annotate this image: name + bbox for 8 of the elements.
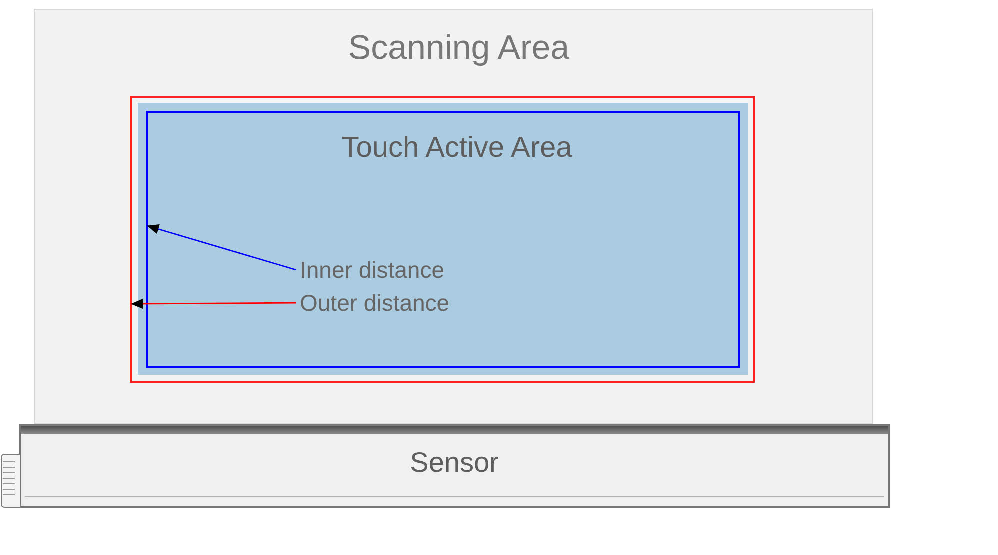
area-title: Touch Active Area	[342, 131, 572, 166]
leader-label: Inner distance	[300, 256, 444, 284]
area-title: Scanning Area	[348, 28, 570, 69]
scanning-area-panel	[34, 9, 873, 424]
sensor-bar: Sensor	[19, 424, 890, 508]
leader-label: Outer distance	[300, 289, 450, 317]
leader-line	[146, 224, 296, 271]
leader-line	[131, 299, 296, 309]
